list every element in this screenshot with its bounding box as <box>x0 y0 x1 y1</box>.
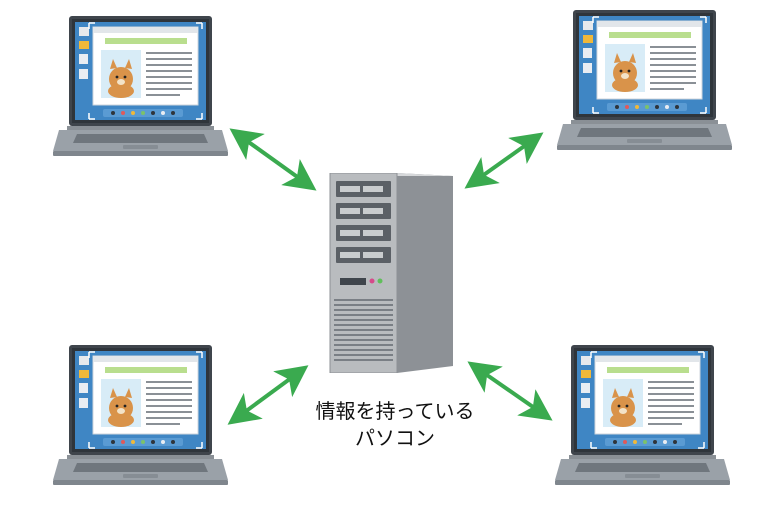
arrow-bottom-right <box>467 361 553 421</box>
laptop-top-left <box>53 15 228 157</box>
laptop-bottom-left <box>53 344 228 486</box>
server-caption-line-2: パソコン <box>355 426 435 450</box>
laptop-top-right <box>557 9 732 151</box>
arrow-top-right <box>464 132 544 189</box>
server-tower <box>329 173 454 373</box>
arrow-bottom-left <box>227 365 309 425</box>
laptop-bottom-right <box>555 344 730 486</box>
server-caption: 情報を持っている パソコン <box>280 398 510 452</box>
server-caption-line-1: 情報を持っている <box>315 399 475 423</box>
arrow-top-left <box>229 128 317 191</box>
